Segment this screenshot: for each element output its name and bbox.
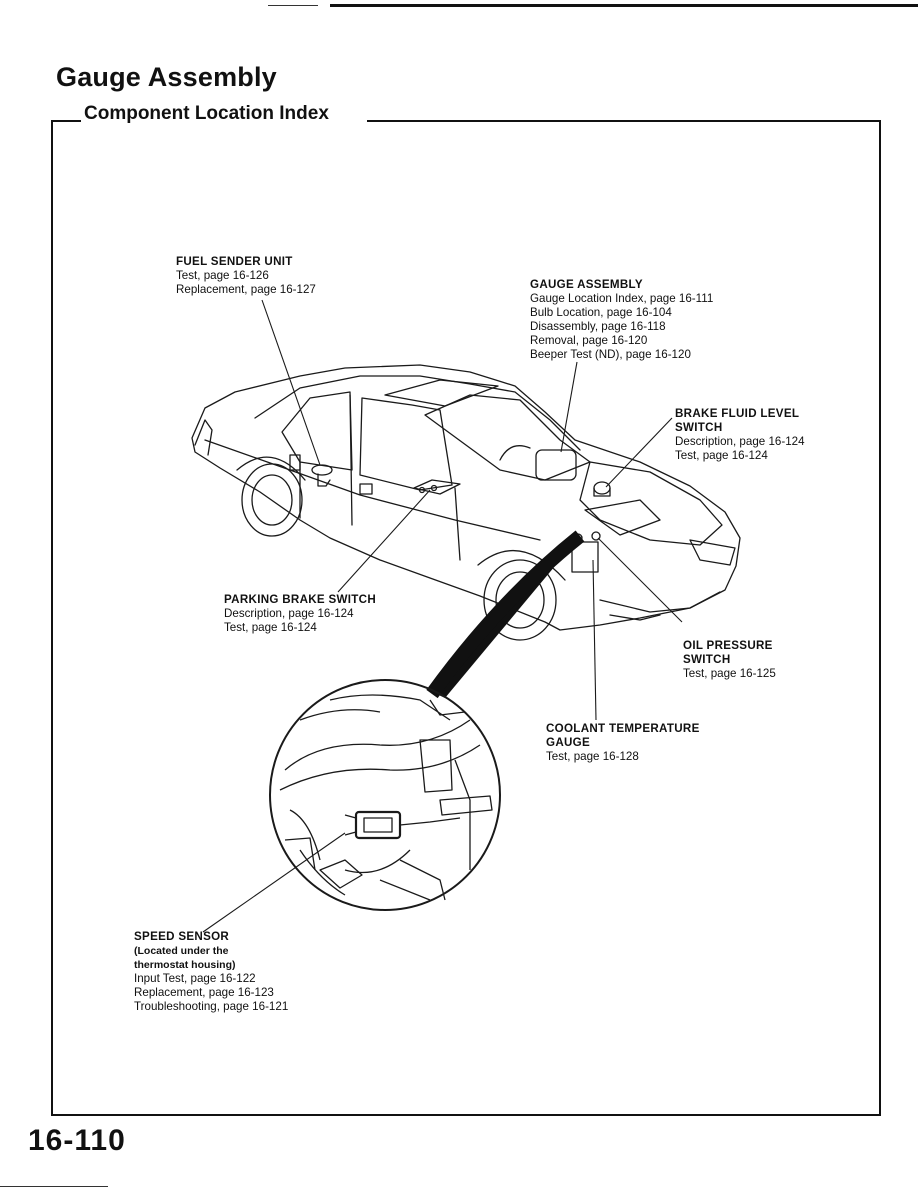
gauge-assembly-ref-beeper: Beeper Test (ND), page 16-120 [530,348,691,361]
gauge-assembly-title: GAUGE ASSEMBLY [530,278,643,291]
speed-sensor-detail [269,679,501,911]
coolant-temp-ref-test: Test, page 16-128 [546,750,639,763]
callout-parking-brake-switch: PARKING BRAKE SWITCH Description, page 1… [224,593,376,635]
rear-wheel [241,463,303,537]
oil-pressure-part [591,531,601,541]
speed-sensor-title: SPEED SENSOR [134,930,230,943]
gauge-assembly-part [535,449,577,481]
gauge-assembly-ref-location-index: Gauge Location Index, page 16-111 [530,292,714,305]
car-windshield [424,394,591,481]
content-frame [51,120,881,1116]
oil-pressure-title-1: OIL PRESSURE [683,639,773,652]
speed-sensor-ref-replacement: Replacement, page 16-123 [134,986,274,999]
coolant-temp-title-1: COOLANT TEMPERATURE [546,722,700,735]
brake-fluid-ref-description: Description, page 16-124 [675,435,805,448]
oil-pressure-title-2: SWITCH [683,653,731,666]
car-roofline [254,375,581,451]
car-windows [281,391,353,471]
brake-fluid-title-2: SWITCH [675,421,723,434]
speed-sensor-ref-troubleshooting: Troubleshooting, page 16-121 [134,1000,289,1013]
oil-pressure-ref-test: Test, page 16-125 [683,667,776,680]
header-rule [330,4,918,7]
fuel-sender-ref-test: Test, page 16-126 [176,269,269,282]
footer-rule [0,1186,108,1187]
gauge-assembly-ref-removal: Removal, page 16-120 [530,334,648,347]
callout-coolant-temperature-gauge: COOLANT TEMPERATURE GAUGE Test, page 16-… [546,722,700,764]
speed-sensor-ref-input-test: Input Test, page 16-122 [134,972,256,985]
car-body-outline [191,364,741,631]
section-title: Component Location Index [84,103,332,125]
car-sunroof [384,379,499,407]
fuel-sender-ref-replacement: Replacement, page 16-127 [176,283,316,296]
brake-fluid-part [593,481,611,495]
callout-speed-sensor: SPEED SENSOR (Located under the thermost… [134,930,288,1014]
speed-sensor-note-1: (Located under the [134,945,229,957]
frame-top-right-rule [367,120,879,122]
brake-fluid-title-1: BRAKE FLUID LEVEL [675,407,800,420]
parking-brake-ref-description: Description, page 16-124 [224,607,354,620]
frame-top-left-rule [51,120,81,122]
fuel-sender-part [311,464,333,476]
callout-oil-pressure-switch: OIL PRESSURE SWITCH Test, page 16-125 [683,639,776,681]
parking-brake-part [413,479,461,495]
speed-sensor-note-2: thermostat housing) [134,959,236,971]
callout-brake-fluid-level-switch: BRAKE FLUID LEVEL SWITCH Description, pa… [675,407,805,463]
front-wheel [483,559,557,641]
callout-gauge-assembly: GAUGE ASSEMBLY Gauge Location Index, pag… [530,278,713,362]
gauge-assembly-ref-disassembly: Disassembly, page 16-118 [530,320,666,333]
brake-fluid-ref-test: Test, page 16-124 [675,449,768,462]
page-title: Gauge Assembly [56,62,277,92]
coolant-temp-title-2: GAUGE [546,736,591,749]
car-hood [579,461,723,546]
parking-brake-title: PARKING BRAKE SWITCH [224,593,376,606]
gauge-assembly-ref-bulb: Bulb Location, page 16-104 [530,306,672,319]
callout-fuel-sender-unit: FUEL SENDER UNIT Test, page 16-126 Repla… [176,255,316,297]
fuel-sender-title: FUEL SENDER UNIT [176,255,293,268]
page-number: 16-110 [28,1124,126,1157]
parking-brake-ref-test: Test, page 16-124 [224,621,317,634]
header-rule-thin [268,5,318,6]
